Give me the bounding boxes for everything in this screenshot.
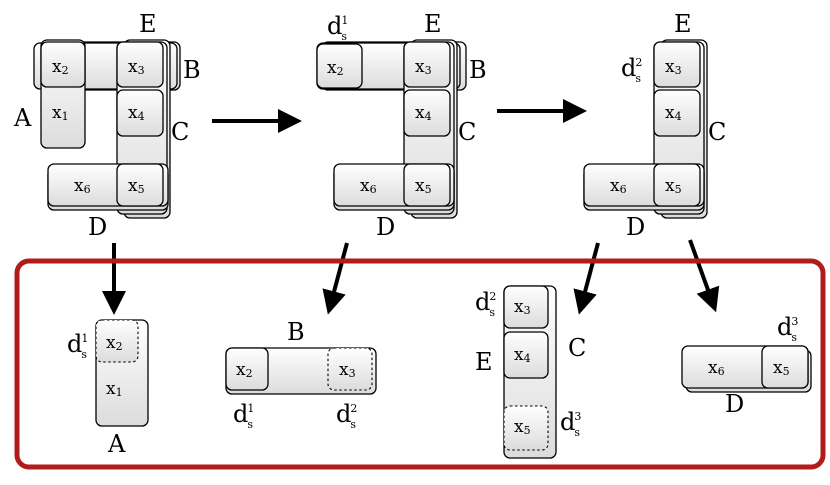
cell-x3: [403, 41, 451, 88]
var-x6: x6: [360, 176, 377, 196]
separator-subscript: s: [81, 348, 87, 361]
cell-x5: [761, 345, 809, 389]
label-d: D: [88, 213, 107, 241]
cell-x4: [403, 89, 451, 137]
label-b: B: [469, 56, 487, 84]
cell-x5-dashed: [503, 405, 549, 451]
cell-x3: [116, 41, 164, 88]
label-e: E: [139, 10, 157, 38]
label-a: A: [107, 430, 126, 458]
var-x2: x2: [327, 58, 344, 78]
var-x5: x5: [128, 176, 145, 196]
var-x6: x6: [610, 176, 627, 196]
separator-subscript: s: [350, 418, 356, 431]
label-e: E: [475, 348, 493, 376]
cell-x3: [653, 41, 701, 88]
cell-x5: [403, 163, 451, 207]
result-frame: [14, 258, 826, 470]
separator-subscript: s: [247, 418, 253, 431]
var-x2: x2: [106, 333, 123, 353]
arrow-to-d: [688, 239, 720, 313]
var-x5: x5: [665, 176, 682, 196]
label-e: E: [424, 10, 442, 38]
var-x4: x4: [514, 345, 531, 365]
cell-x5: [116, 163, 164, 207]
label-d: D: [626, 213, 645, 241]
label-c: C: [708, 118, 726, 146]
var-x5: x5: [415, 176, 432, 196]
cell-x3: [503, 285, 549, 329]
var-x3: x3: [415, 57, 432, 77]
cell-x2: [225, 347, 269, 391]
arrow-to-c: [573, 242, 600, 315]
cell-x5: [653, 163, 701, 207]
var-x6: x6: [708, 358, 725, 378]
var-x4: x4: [665, 103, 682, 123]
var-x1: x1: [52, 103, 69, 123]
separator-subscript: s: [635, 72, 641, 85]
label-c: C: [568, 334, 586, 362]
var-x6: x6: [74, 176, 91, 196]
cell-x4: [503, 331, 549, 379]
var-x4: x4: [128, 103, 145, 123]
cell-x2-dashed: [95, 319, 139, 363]
var-x3: x3: [665, 57, 682, 77]
label-c: C: [458, 118, 476, 146]
label-d: D: [725, 390, 744, 418]
var-x3: x3: [514, 297, 531, 317]
cell-x2: [316, 43, 363, 89]
arrow-to-b: [322, 242, 349, 315]
separator-subscript: s: [791, 331, 797, 344]
cell-x2: [40, 41, 86, 88]
label-a: A: [13, 104, 32, 132]
var-x3: x3: [128, 57, 145, 77]
var-x5: x5: [773, 358, 790, 378]
separator-subscript: s: [341, 30, 347, 43]
cell-x4: [116, 89, 164, 137]
var-x1: x1: [106, 379, 123, 399]
var-x3: x3: [339, 360, 356, 380]
label-d: D: [376, 213, 395, 241]
cell-x3-dashed: [327, 347, 373, 391]
var-x2: x2: [52, 57, 69, 77]
separator-subscript: s: [489, 306, 495, 319]
stage-1: x2 x1 x3 x4 x6 x5 E B A C D: [13, 10, 201, 241]
var-x5: x5: [514, 417, 531, 437]
label-b: B: [183, 56, 201, 84]
cell-x4: [653, 89, 701, 137]
var-x2: x2: [236, 360, 253, 380]
label-b: B: [287, 318, 305, 346]
var-x4: x4: [415, 103, 432, 123]
separator-subscript: s: [574, 426, 580, 439]
label-e: E: [674, 10, 692, 38]
label-c: C: [171, 118, 189, 146]
